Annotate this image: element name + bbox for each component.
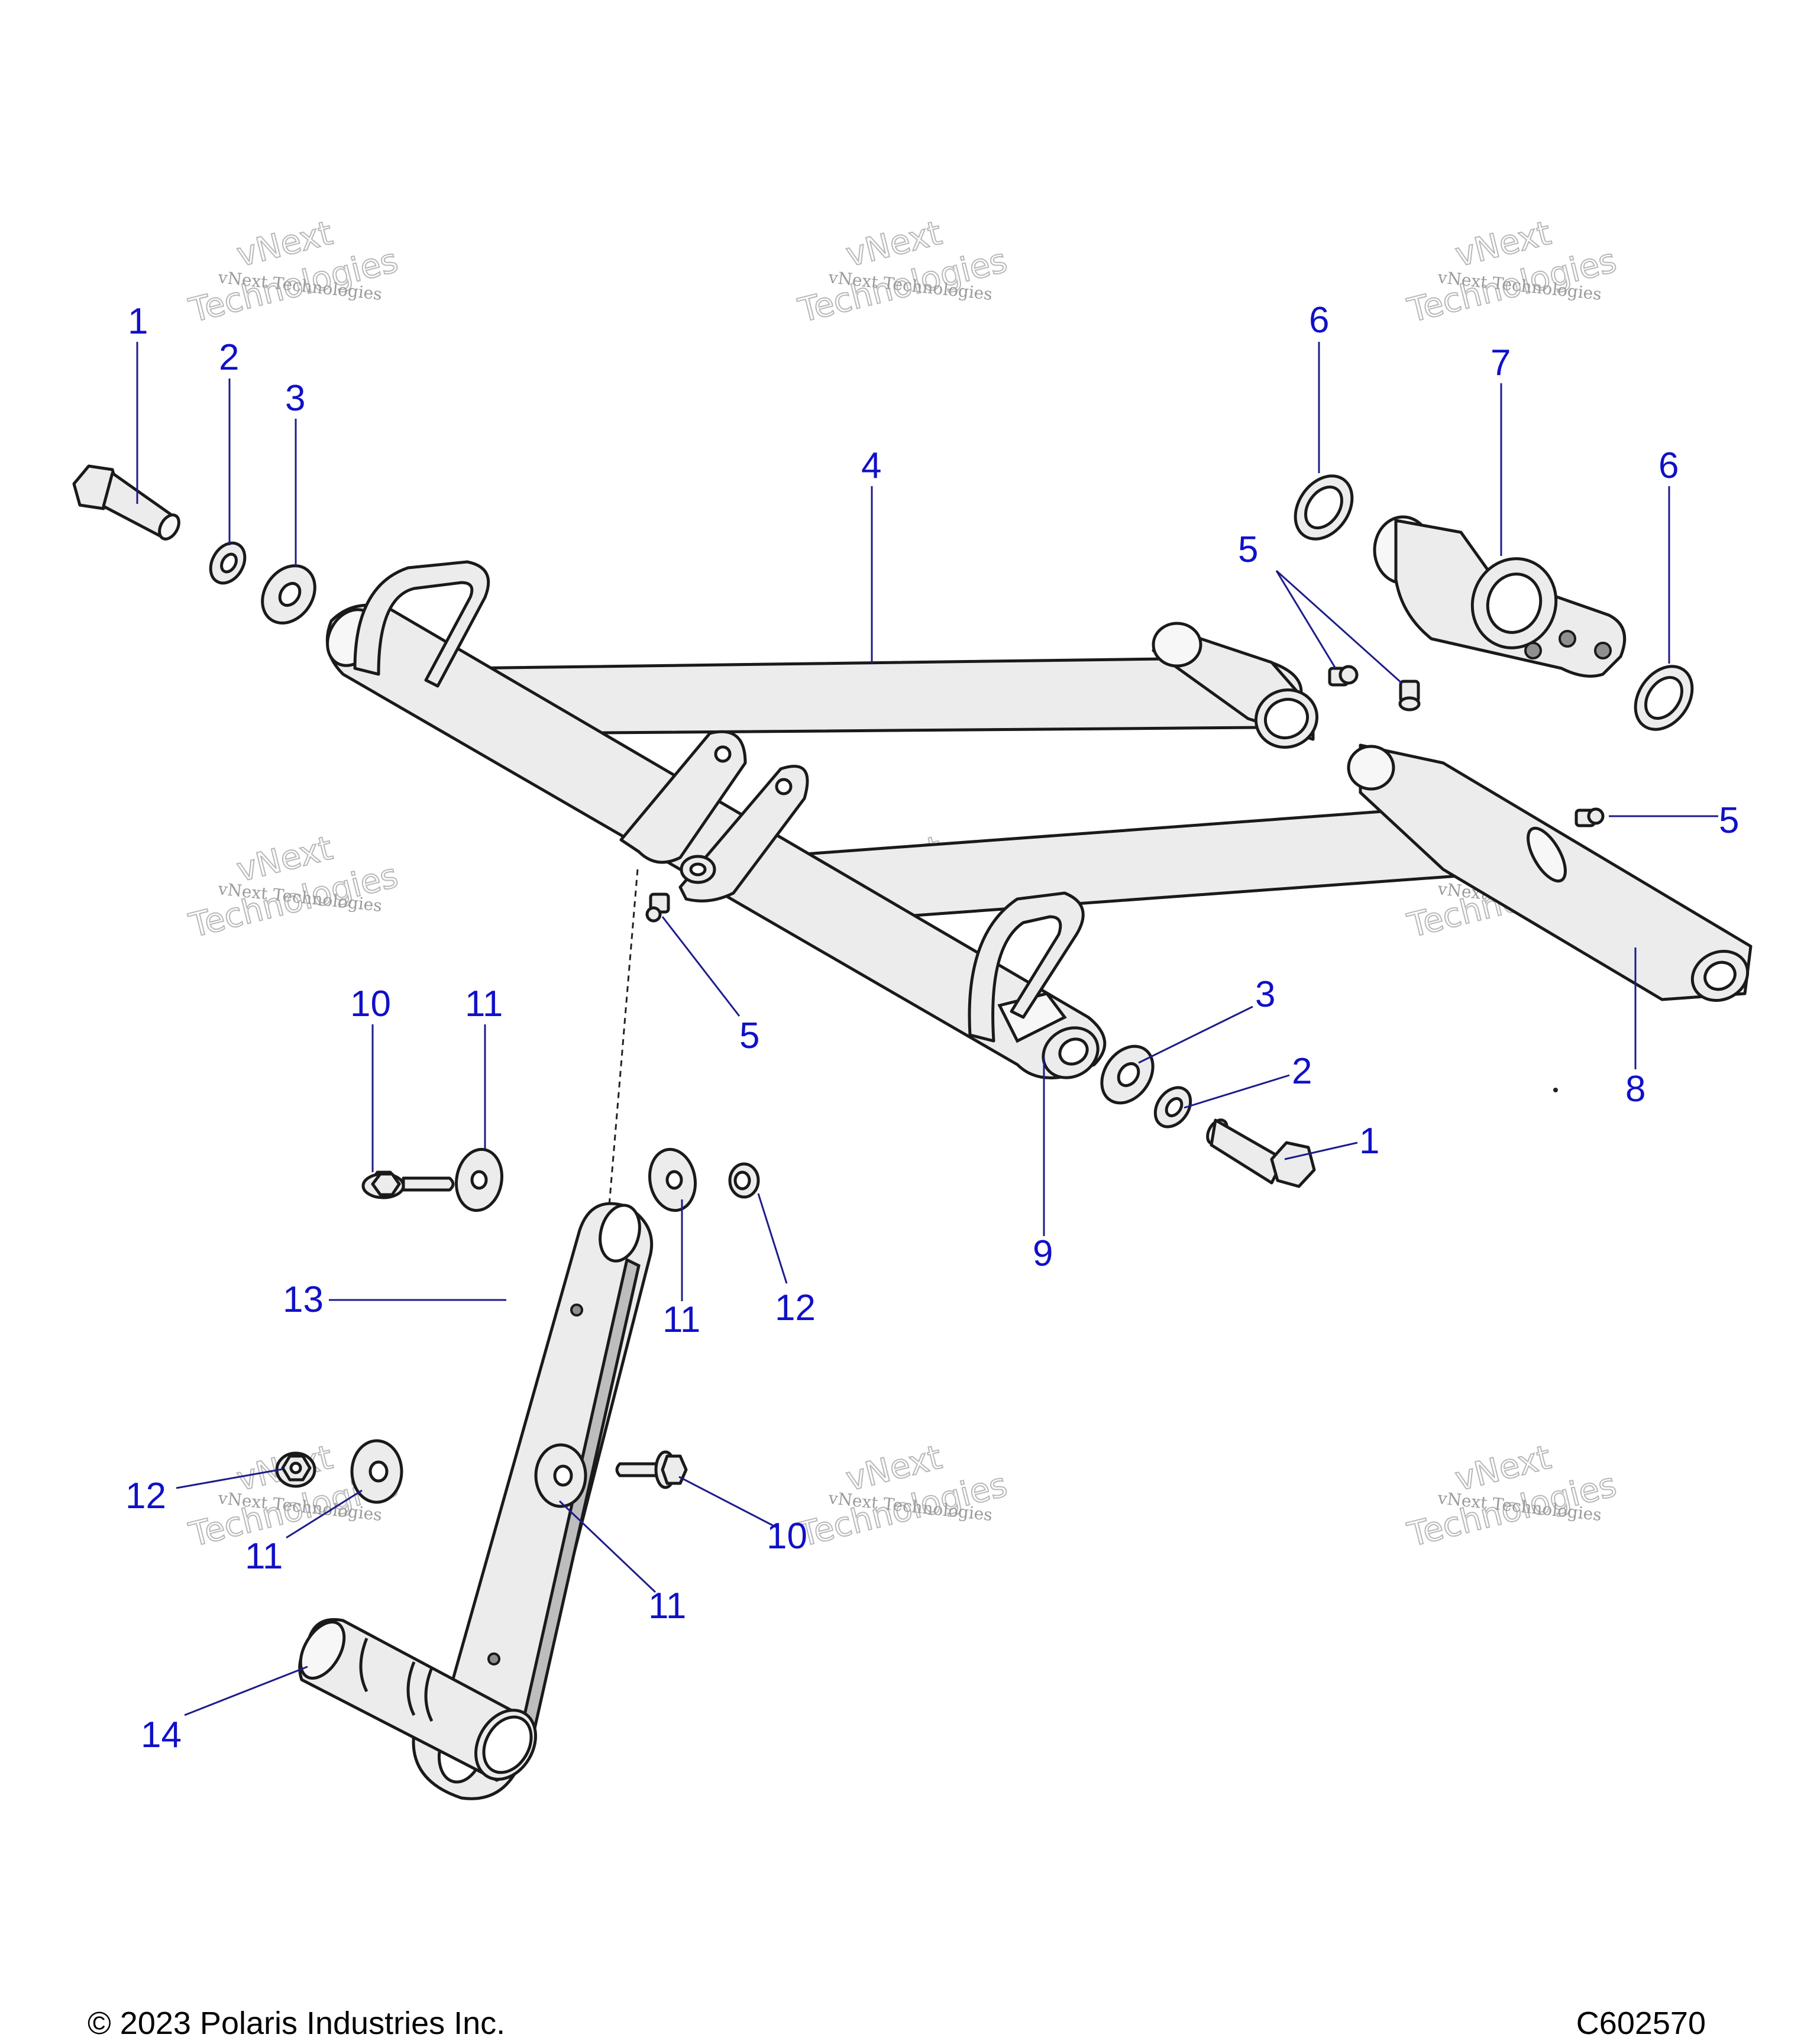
artifact-dot: [1553, 1088, 1558, 1092]
grease-fitting-4: [645, 892, 670, 923]
flat-washer-right-lower: [534, 1443, 587, 1508]
grease-fitting-2: [1398, 680, 1421, 711]
watermark: vNext Technologies: [185, 214, 402, 331]
callout-11-mid: 11: [662, 1299, 700, 1340]
flat-washer-right: [1100, 1044, 1155, 1105]
callout-9: 9: [1033, 1233, 1053, 1274]
thrust-washer-lower: [1634, 665, 1694, 731]
callout-6-right: 6: [1658, 445, 1679, 486]
watermark: vNext Technologies: [794, 1438, 1011, 1555]
a-arm-main-tube: [325, 560, 1107, 1079]
thrust-washer-upper: [1294, 474, 1354, 541]
flange-nut-lower: [275, 1451, 316, 1488]
callout-numbers: 1 2 3 4 6 7 6 5 5 8 3 2 1 9 5 10 11 11 1…: [125, 300, 1739, 1755]
callout-5-center: 5: [739, 1015, 759, 1056]
grease-fitting-1: [1328, 665, 1359, 687]
flat-washer-top-left: [261, 564, 316, 625]
flange-bolt-lower: [615, 1450, 688, 1489]
leader-lines: [136, 342, 1718, 1716]
callout-11-left: 11: [245, 1536, 283, 1577]
callout-5-top: 5: [1238, 529, 1258, 570]
callout-2-top: 2: [219, 337, 239, 378]
callout-10-bottom: 10: [767, 1516, 807, 1557]
callout-11-bottom: 11: [648, 1586, 686, 1626]
callout-2-right: 2: [1292, 1051, 1312, 1092]
a-arm-rear-tube: [460, 622, 1319, 749]
watermark: vNext Technologies: [1403, 1438, 1621, 1555]
callout-10-top: 10: [350, 984, 391, 1024]
bolt-right: [1206, 1118, 1316, 1188]
callout-3-right: 3: [1255, 974, 1275, 1015]
watermark: vNext Technologies: [1403, 214, 1621, 331]
assembly-guide-line: [608, 869, 639, 1206]
a-arm-front-tube: [755, 743, 1753, 1002]
flange-bolt-upper: [361, 1170, 455, 1199]
callout-5-right: 5: [1719, 800, 1739, 841]
flat-washer-left-upper: [455, 1147, 503, 1212]
callout-1-right: 1: [1359, 1121, 1379, 1162]
callout-14: 14: [141, 1715, 182, 1755]
figure-id: C602570: [1576, 2006, 1706, 2041]
pivot-bracket: [1373, 515, 1627, 678]
flange-nut-upper: [728, 1162, 760, 1199]
bushing-sleeve: [298, 1618, 537, 1782]
watermark: vNext Technologies: [185, 829, 402, 946]
callout-12-mid: 12: [775, 1288, 816, 1328]
callout-1-top: 1: [128, 301, 148, 342]
callout-6-top: 6: [1309, 300, 1329, 341]
link-arm: [412, 1202, 654, 1800]
callout-7: 7: [1491, 342, 1511, 383]
callout-4: 4: [861, 445, 881, 486]
lock-washer-right: [1153, 1086, 1192, 1128]
callout-3-top: 3: [285, 378, 305, 419]
watermark: vNext Technologies: [794, 214, 1011, 331]
callout-12-left: 12: [125, 1476, 166, 1516]
callout-13: 13: [283, 1279, 324, 1320]
lock-washer-top-left: [209, 541, 247, 585]
grease-fitting-3: [1574, 807, 1605, 827]
bolt-top-left: [72, 464, 180, 541]
copyright-notice: © 2023 Polaris Industries Inc.: [88, 2006, 506, 2041]
flat-washer-left-lower: [350, 1439, 403, 1504]
callout-11-top: 11: [465, 984, 503, 1024]
flat-washer-right-upper: [648, 1147, 697, 1212]
callout-8: 8: [1625, 1069, 1645, 1110]
